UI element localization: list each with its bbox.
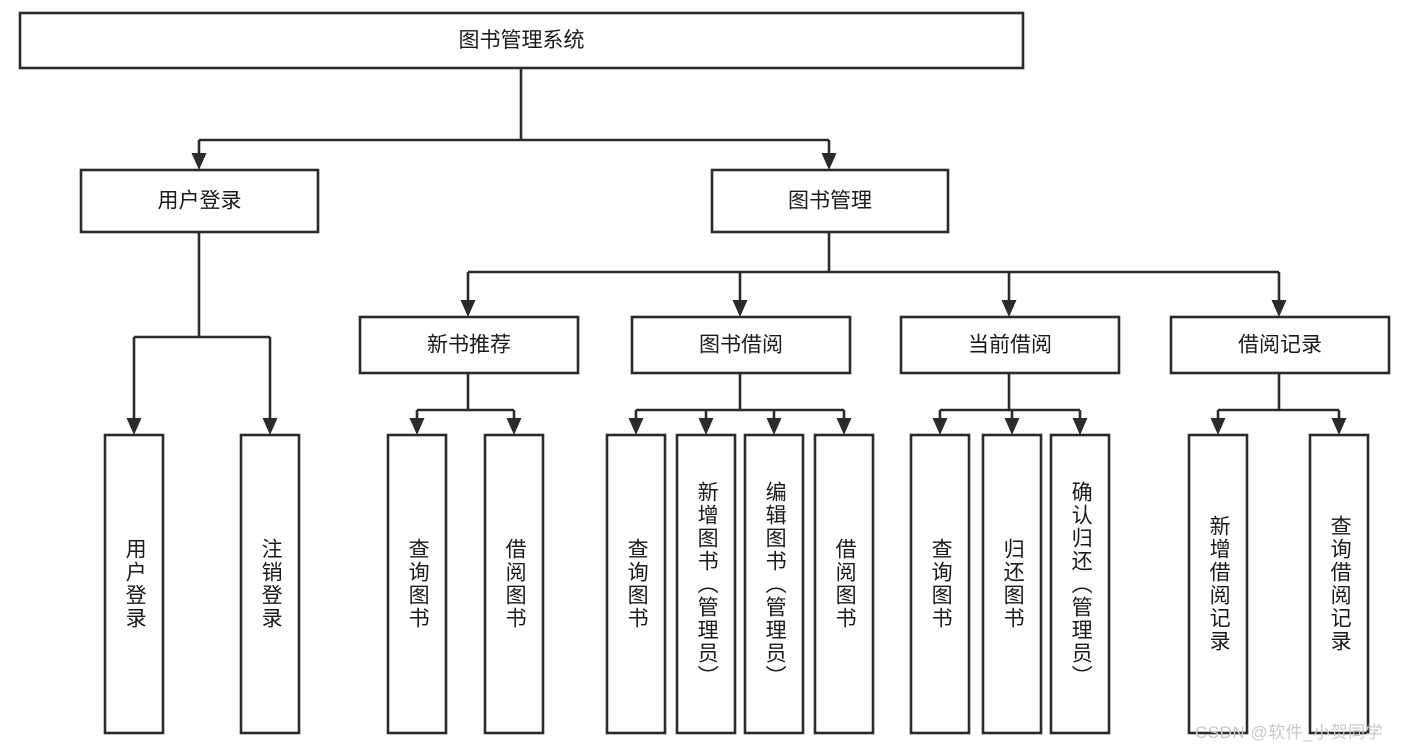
node-box-user-login[interactable] bbox=[79, 168, 320, 234]
arrow-head-icon bbox=[628, 418, 644, 435]
arrow-head-icon bbox=[836, 418, 852, 435]
leaf-box-leaf-query-record[interactable] bbox=[1308, 433, 1370, 735]
node-box-book-manage[interactable] bbox=[710, 168, 950, 234]
node-box-new-book-rec[interactable] bbox=[358, 315, 580, 375]
arrow-head-icon bbox=[732, 300, 748, 317]
arrow-head-icon bbox=[460, 300, 476, 317]
arrow-head-icon bbox=[1001, 300, 1017, 317]
node-label-user-login: 用户登录 bbox=[158, 190, 242, 213]
arrow-head-icon bbox=[1072, 418, 1088, 435]
node-box-current-borrow[interactable] bbox=[899, 315, 1121, 375]
arrow-head-icon bbox=[409, 418, 425, 435]
leaf-box-leaf-logout[interactable] bbox=[239, 433, 301, 735]
arrow-head-icon bbox=[821, 153, 837, 170]
leaf-box-leaf-borrow-book-rec[interactable] bbox=[483, 433, 545, 735]
node-box-book-borrow[interactable] bbox=[630, 315, 852, 375]
node-label-current-borrow: 当前借阅 bbox=[968, 334, 1052, 357]
leaf-box-leaf-add-record[interactable] bbox=[1187, 433, 1249, 735]
leaf-box-leaf-query-book[interactable] bbox=[605, 433, 667, 735]
leaf-box-leaf-borrow-book[interactable] bbox=[813, 433, 875, 735]
node-box-root[interactable] bbox=[18, 11, 1025, 70]
node-label-book-manage: 图书管理 bbox=[788, 190, 872, 213]
arrow-head-icon bbox=[766, 418, 782, 435]
leaf-box-leaf-user-login[interactable] bbox=[103, 433, 165, 735]
node-boxes bbox=[18, 11, 1391, 735]
leaf-box-leaf-query-book-rec[interactable] bbox=[386, 433, 448, 735]
arrow-head-icon bbox=[1271, 300, 1287, 317]
arrow-head-icon bbox=[698, 418, 714, 435]
leaf-box-leaf-edit-book[interactable] bbox=[743, 433, 805, 735]
arrow-head-icon bbox=[1331, 418, 1347, 435]
node-label-root: 图书管理系统 bbox=[459, 29, 585, 52]
node-box-borrow-record[interactable] bbox=[1169, 315, 1391, 375]
leaf-box-leaf-return-book[interactable] bbox=[981, 433, 1043, 735]
arrow-head-icon bbox=[262, 418, 278, 435]
arrow-head-icon bbox=[126, 418, 142, 435]
arrow-head-icon bbox=[1210, 418, 1226, 435]
leaf-box-leaf-confirm-return[interactable] bbox=[1049, 433, 1111, 735]
node-label-new-book-rec: 新书推荐 bbox=[427, 334, 511, 357]
arrow-head-icon bbox=[506, 418, 522, 435]
leaf-box-leaf-query-book-cur[interactable] bbox=[909, 433, 971, 735]
arrow-head-icon bbox=[932, 418, 948, 435]
csdn-watermark: CSDN @软件_小贺同学 bbox=[1195, 723, 1384, 742]
node-label-book-borrow: 图书借阅 bbox=[699, 334, 783, 357]
node-label-borrow-record: 借阅记录 bbox=[1238, 334, 1322, 357]
arrow-head-icon bbox=[191, 153, 207, 170]
arrow-head-icon bbox=[1004, 418, 1020, 435]
connector-lines bbox=[126, 68, 1347, 435]
leaf-box-leaf-add-book[interactable] bbox=[675, 433, 737, 735]
